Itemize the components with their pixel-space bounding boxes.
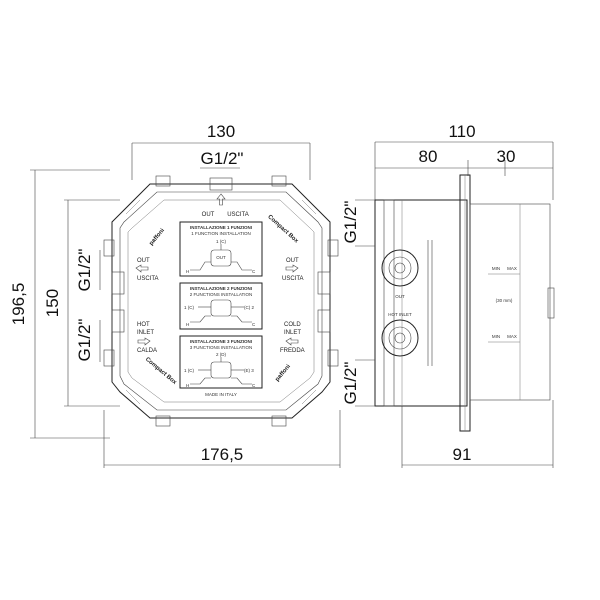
- dim-top-thread: G1/2": [200, 149, 244, 169]
- label-fredda: FREDDA: [280, 348, 305, 354]
- panel-2-left-mark: H: [186, 322, 189, 327]
- side-min-lower: MIN: [492, 334, 500, 339]
- install-panel-2: INSTALLAZIONE 2 FUNZIONI 2 FUNCTIONS INS…: [179, 282, 263, 330]
- dim-total-height: 196,5: [9, 283, 28, 326]
- side-thread-upper: G1/2": [341, 201, 360, 244]
- side-label-hot-inlet: HOT INLET: [388, 312, 412, 317]
- label-uscita-top: USCITA: [227, 212, 249, 218]
- compact-text-top: Compact Box: [266, 214, 299, 245]
- top-out-marker: OUT USCITA: [202, 193, 249, 218]
- side-thread-dims: G1/2" G1/2": [341, 199, 375, 407]
- dim-cap-depth: 30: [497, 147, 516, 166]
- dim-bottom-width: 176,5: [201, 445, 244, 464]
- label-uscita-left: USCITA: [137, 276, 159, 282]
- install-panel-1: INSTALLAZIONE 1 FUNZIONI 1 FUNCTION INST…: [179, 221, 263, 277]
- panel-3-left-mark: H: [186, 383, 189, 388]
- panel-2-title: INSTALLAZIONE 2 FUNZIONI: [190, 286, 252, 291]
- side-min-upper: MIN: [492, 266, 500, 271]
- panel-3-subtitle: 3 FUNCTIONS INSTALLATION: [190, 345, 253, 350]
- panel-2-right-mark: C: [252, 322, 256, 327]
- right-out-label: OUT USCITA: [282, 258, 304, 282]
- dim-body-depth: 80: [419, 147, 438, 166]
- side-min-max: MIN MAX (30 mm) MIN MAX: [488, 266, 520, 343]
- side-body: [374, 199, 468, 407]
- panel-1-subtitle: 1 FUNCTION INSTALLATION: [191, 231, 251, 236]
- panel-1-right-mark: C: [252, 269, 256, 274]
- panel-1-top-port: 1 (C): [216, 239, 227, 244]
- compact-text-bottom: Compact Box: [144, 357, 178, 387]
- dim-top-130: 130: [131, 122, 311, 180]
- label-uscita-right: USCITA: [282, 276, 304, 282]
- dim-inner-height: 150: [43, 289, 62, 317]
- dim-left-thread-upper: G1/2": [75, 249, 94, 292]
- label-out-top: OUT: [202, 212, 215, 218]
- brand-text-left: paffoni: [149, 228, 167, 247]
- panel-1-title: INSTALLAZIONE 1 FUNZIONI: [190, 225, 252, 230]
- side-note: (30 mm): [496, 298, 513, 303]
- dim-height-196: 196,5: [9, 169, 110, 439]
- label-out-left: OUT: [137, 258, 150, 264]
- side-hot-port: HOT INLET: [381, 312, 419, 357]
- dim-left-threads: G1/2" G1/2": [75, 249, 101, 362]
- svg-text:OUT: OUT: [216, 255, 226, 260]
- panel-3-top-port: 2 (D): [216, 352, 227, 357]
- left-hot-label: HOT INLET CALDA: [137, 322, 157, 354]
- side-cap: [469, 203, 551, 401]
- side-out-port: OUT: [381, 249, 419, 299]
- side-max-lower: MAX: [507, 334, 517, 339]
- label-out-right: OUT: [286, 258, 299, 264]
- panel-2-right-port: (C) 2: [244, 305, 254, 310]
- dim-bottom-176: 176,5: [103, 410, 341, 468]
- box-body: [103, 175, 339, 427]
- left-out-label: OUT USCITA: [135, 258, 159, 282]
- right-cold-label: COLD INLET FREDDA: [280, 322, 305, 354]
- panel-2-subtitle: 2 FUNCTIONS INSTALLATION: [190, 292, 253, 297]
- label-inlet-left: INLET: [137, 330, 154, 336]
- label-cold: COLD: [284, 322, 301, 328]
- made-in-text: MADE IN ITALY: [205, 392, 237, 397]
- dim-bottom-91: 91: [401, 400, 554, 468]
- install-panel-3: INSTALLAZIONE 3 FUNZIONI 3 FUNCTIONS INS…: [179, 335, 263, 389]
- side-thread-lower: G1/2": [341, 362, 360, 405]
- dim-left-thread-lower: G1/2": [75, 319, 94, 362]
- dim-total-depth: 110: [448, 122, 475, 141]
- label-calda: CALDA: [137, 348, 157, 354]
- side-view: 110 80 30 OUT: [341, 122, 555, 468]
- panel-3-right-port: (E) 3: [244, 368, 254, 373]
- label-hot: HOT: [137, 322, 150, 328]
- side-max-upper: MAX: [507, 266, 517, 271]
- side-label-out: OUT: [395, 294, 405, 299]
- dim-height-150: 150: [43, 199, 120, 407]
- dim-top-width: 130: [207, 122, 235, 141]
- dim-depth-80-30: 80 30: [375, 147, 553, 176]
- dim-top-thread-label: G1/2": [201, 149, 244, 168]
- label-inlet-right: INLET: [284, 330, 301, 336]
- brand-text-right: paffoni: [275, 364, 293, 383]
- dim-bottom-depth: 91: [453, 445, 472, 464]
- panel-3-right-mark: C: [252, 383, 256, 388]
- panel-2-left-port: 1 (C): [184, 305, 195, 310]
- front-view: 130 G1/2" 196,5 150 G1/2" G1/2": [9, 122, 341, 468]
- panel-3-left-port: 1 (C): [184, 368, 195, 373]
- panel-1-left-mark: H: [186, 269, 189, 274]
- dim-depth-110: 110: [374, 122, 554, 200]
- panel-3-title: INSTALLAZIONE 3 FUNZIONI: [190, 339, 252, 344]
